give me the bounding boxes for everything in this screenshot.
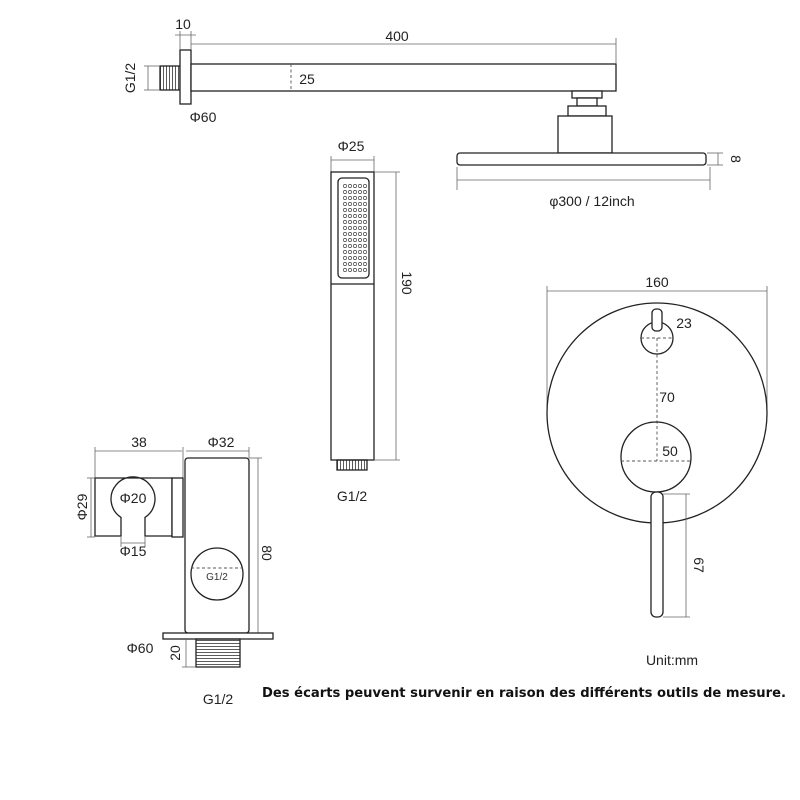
hand-shower: Φ25 190 G1/2 <box>330 138 415 504</box>
label-hand-diameter: Φ25 <box>338 138 365 154</box>
label-body-diameter: Φ32 <box>208 434 235 450</box>
label-arm-length: 400 <box>385 28 409 44</box>
label-thread-length: 20 <box>167 645 183 661</box>
holder-neck <box>171 477 184 538</box>
nozzle-grid <box>342 183 368 273</box>
arm-tube <box>190 63 617 92</box>
label-diverter-diameter: 23 <box>676 315 692 331</box>
label-hand-thread: G1/2 <box>337 488 368 504</box>
head-connector-neck <box>576 97 598 107</box>
arm-thread <box>159 65 181 91</box>
outlet-thread <box>195 638 241 668</box>
label-arm-height: 25 <box>299 71 315 87</box>
label-holder-depth: 38 <box>131 434 147 450</box>
diverter-lever <box>651 308 663 332</box>
label-hand-length: 190 <box>399 271 415 295</box>
label-arm-flange-diameter: Φ60 <box>190 109 217 125</box>
label-head-diameter: φ300 / 12inch <box>549 193 634 209</box>
label-flange-width: 10 <box>175 16 191 32</box>
head-connector-nut <box>567 105 607 117</box>
handle-knob <box>620 421 692 493</box>
label-outlet-thread: G1/2 <box>203 691 234 707</box>
label-flange-diameter: Φ60 <box>127 640 154 656</box>
unit-label: Unit:mm <box>646 652 698 668</box>
head-plate <box>456 152 707 166</box>
hand-shower-thread <box>336 459 368 471</box>
label-body-height: 80 <box>259 545 275 561</box>
shower-head: 8 φ300 / 12inch <box>456 90 744 209</box>
head-connector-collar <box>571 90 603 99</box>
head-connector-block <box>557 115 613 154</box>
label-slot-width: Φ15 <box>120 543 147 559</box>
mixer: 160 23 70 50 67 Unit:mm <box>546 274 768 668</box>
label-head-thickness: 8 <box>728 155 744 163</box>
holder-cradle <box>94 476 173 537</box>
label-holder-height: Φ29 <box>74 493 90 520</box>
label-arm-thread: G1/2 <box>122 63 138 94</box>
handle-lever <box>650 491 664 618</box>
hand-shower-face <box>337 177 370 279</box>
label-handle-diameter: 50 <box>662 443 678 459</box>
measurement-note: Des écarts peuvent survenir en raison de… <box>262 686 786 701</box>
label-spacing: 70 <box>659 389 675 405</box>
label-lever-length: 67 <box>691 557 707 573</box>
outlet-port <box>190 547 244 601</box>
arm-flange <box>179 49 192 105</box>
outlet-body <box>184 457 250 634</box>
shower-arm: 10 400 G1/2 25 Φ60 <box>122 16 617 125</box>
label-outlet-port: G1/2 <box>206 572 228 583</box>
label-plate-diameter: 160 <box>645 274 669 290</box>
outlet-flange <box>162 632 274 640</box>
bracket: 38 Φ32 Φ29 Φ20 Φ15 G1/2 80 Φ60 20 G1/2 <box>74 434 275 707</box>
label-hole-diameter: Φ20 <box>120 490 147 506</box>
